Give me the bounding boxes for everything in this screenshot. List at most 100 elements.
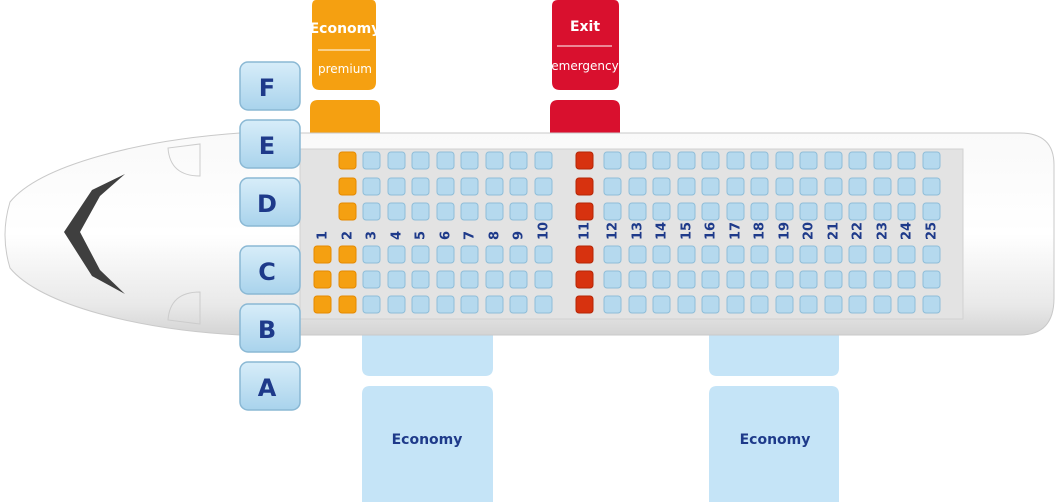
seat-21c[interactable] (824, 245, 843, 264)
seat-10a[interactable] (534, 295, 553, 314)
seat-17e[interactable] (726, 177, 745, 196)
seat-14a[interactable] (652, 295, 671, 314)
seat-18a[interactable] (750, 295, 769, 314)
row-letter-b[interactable]: B (239, 303, 301, 353)
seat-22d[interactable] (848, 202, 867, 221)
seat-18c[interactable] (750, 245, 769, 264)
row-letter-button[interactable] (239, 119, 301, 169)
seat-9a[interactable] (509, 295, 528, 314)
seat-5e[interactable] (411, 177, 430, 196)
row-letter-c[interactable]: C (239, 245, 301, 295)
seat-15a[interactable] (677, 295, 696, 314)
seat-25d[interactable] (922, 202, 941, 221)
seat-5f[interactable] (411, 151, 430, 170)
seat-5d[interactable] (411, 202, 430, 221)
seat-14e[interactable] (652, 177, 671, 196)
seat-13d[interactable] (628, 202, 647, 221)
seat-24e[interactable] (897, 177, 916, 196)
seat-13b[interactable] (628, 270, 647, 289)
row-letter-f[interactable]: F (239, 61, 301, 111)
seat-16f[interactable] (701, 151, 720, 170)
seat-10d[interactable] (534, 202, 553, 221)
seat-22c[interactable] (848, 245, 867, 264)
seat-1b[interactable] (313, 270, 332, 289)
row-letter-button[interactable] (239, 177, 301, 227)
seat-11c[interactable] (575, 245, 594, 264)
seat-21b[interactable] (824, 270, 843, 289)
seat-16b[interactable] (701, 270, 720, 289)
seat-12f[interactable] (603, 151, 622, 170)
seat-18f[interactable] (750, 151, 769, 170)
seat-18e[interactable] (750, 177, 769, 196)
seat-14f[interactable] (652, 151, 671, 170)
seat-18d[interactable] (750, 202, 769, 221)
seat-2f[interactable] (338, 151, 357, 170)
seat-16a[interactable] (701, 295, 720, 314)
seat-17d[interactable] (726, 202, 745, 221)
seat-22b[interactable] (848, 270, 867, 289)
row-letter-button[interactable] (239, 303, 301, 353)
seat-12a[interactable] (603, 295, 622, 314)
seat-8b[interactable] (485, 270, 504, 289)
seat-24b[interactable] (897, 270, 916, 289)
seat-6c[interactable] (436, 245, 455, 264)
seat-12e[interactable] (603, 177, 622, 196)
seat-22a[interactable] (848, 295, 867, 314)
seat-19f[interactable] (775, 151, 794, 170)
seat-7f[interactable] (460, 151, 479, 170)
seat-22f[interactable] (848, 151, 867, 170)
seat-7a[interactable] (460, 295, 479, 314)
seat-25c[interactable] (922, 245, 941, 264)
seat-23c[interactable] (873, 245, 892, 264)
seat-10e[interactable] (534, 177, 553, 196)
seat-3e[interactable] (362, 177, 381, 196)
seat-17b[interactable] (726, 270, 745, 289)
seat-23f[interactable] (873, 151, 892, 170)
seat-10b[interactable] (534, 270, 553, 289)
seat-16d[interactable] (701, 202, 720, 221)
seat-11a[interactable] (575, 295, 594, 314)
seat-4b[interactable] (387, 270, 406, 289)
seat-17c[interactable] (726, 245, 745, 264)
seat-25a[interactable] (922, 295, 941, 314)
seat-13a[interactable] (628, 295, 647, 314)
seat-23e[interactable] (873, 177, 892, 196)
seat-18b[interactable] (750, 270, 769, 289)
seat-9d[interactable] (509, 202, 528, 221)
seat-24a[interactable] (897, 295, 916, 314)
seat-19d[interactable] (775, 202, 794, 221)
seat-23a[interactable] (873, 295, 892, 314)
seat-14d[interactable] (652, 202, 671, 221)
seat-21f[interactable] (824, 151, 843, 170)
seat-6e[interactable] (436, 177, 455, 196)
seat-8d[interactable] (485, 202, 504, 221)
seat-4f[interactable] (387, 151, 406, 170)
seat-12d[interactable] (603, 202, 622, 221)
seat-13f[interactable] (628, 151, 647, 170)
seat-1c[interactable] (313, 245, 332, 264)
seat-2a[interactable] (338, 295, 357, 314)
seat-15c[interactable] (677, 245, 696, 264)
seat-6f[interactable] (436, 151, 455, 170)
seat-9f[interactable] (509, 151, 528, 170)
seat-21a[interactable] (824, 295, 843, 314)
seat-20c[interactable] (799, 245, 818, 264)
seat-2c[interactable] (338, 245, 357, 264)
row-letter-button[interactable] (239, 245, 301, 295)
seat-5a[interactable] (411, 295, 430, 314)
seat-15f[interactable] (677, 151, 696, 170)
seat-11d[interactable] (575, 202, 594, 221)
seat-2e[interactable] (338, 177, 357, 196)
seat-21d[interactable] (824, 202, 843, 221)
seat-19c[interactable] (775, 245, 794, 264)
row-letter-button[interactable] (239, 61, 301, 111)
row-letter-d[interactable]: D (239, 177, 301, 227)
seat-4d[interactable] (387, 202, 406, 221)
seat-10c[interactable] (534, 245, 553, 264)
seat-9e[interactable] (509, 177, 528, 196)
seat-6a[interactable] (436, 295, 455, 314)
seat-3b[interactable] (362, 270, 381, 289)
seat-11f[interactable] (575, 151, 594, 170)
seat-3f[interactable] (362, 151, 381, 170)
seat-20d[interactable] (799, 202, 818, 221)
